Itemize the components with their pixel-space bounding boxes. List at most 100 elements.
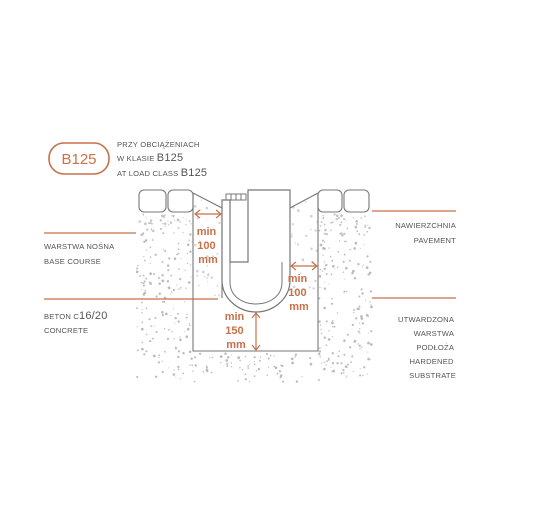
soil-dot [266,353,268,355]
load-class-line-1: PRZY OBCIĄŻENIACH [117,140,200,149]
soil-dot [323,361,326,363]
soil-dot [370,330,373,333]
soil-dot [337,355,340,358]
soil-dot [140,327,144,331]
soil-dot [319,324,322,326]
soil-dot [162,248,165,250]
soil-dot [176,284,178,286]
soil-dot [188,322,190,325]
soil-dot [353,309,356,311]
soil-dot [356,230,359,233]
soil-dot [333,325,336,328]
soil-dot [293,290,296,293]
soil-dot [321,239,324,242]
soil-dot [343,372,345,374]
label-concrete-pl: BETON C16/20 [44,310,108,322]
soil-dot [318,297,321,300]
soil-dot [144,259,146,262]
soil-dot [331,259,334,262]
soil-dot [171,215,173,217]
drainage-channel [221,189,291,313]
soil-dot [177,227,180,230]
soil-dot [161,311,164,314]
soil-dot [354,225,358,229]
soil-dot [187,281,191,284]
soil-dot [291,223,294,226]
soil-dot [205,219,207,221]
soil-dot [177,242,180,245]
soil-dot [327,338,331,341]
soil-dot [335,214,337,216]
soil-dot [369,301,371,303]
soil-dot [193,380,196,383]
soil-dot [178,288,180,290]
dimension-left-arrow [194,209,222,219]
soil-dot [198,239,200,241]
soil-dot [191,241,193,243]
soil-dot [296,243,300,246]
soil-dot [197,284,200,287]
soil-dot [164,249,167,253]
soil-dot [177,252,180,255]
soil-dot [141,288,143,290]
soil-dot [170,274,173,277]
soil-dot [143,255,145,258]
soil-dot [218,294,221,296]
soil-dot [360,217,363,219]
soil-dot [367,341,370,345]
label-base-course-pl: WARSTWA NOŚNA [44,242,115,251]
soil-dot [209,357,211,359]
soil-dot [188,239,190,242]
soil-dot [163,350,166,353]
soil-dot [167,286,171,289]
soil-dot [141,347,144,351]
soil-dot [176,218,180,222]
soil-dot [179,278,182,281]
soil-dot [323,241,326,243]
soil-dot [336,266,339,269]
soil-dot [177,355,180,359]
soil-dot [358,295,361,298]
soil-dot [318,347,321,349]
soil-dot [237,356,241,360]
soil-dot [359,332,361,334]
soil-dot [357,343,360,345]
soil-dot [191,364,194,366]
soil-dot [136,326,138,328]
soil-dot [179,378,181,380]
soil-dot [206,255,209,258]
soil-dot [152,354,156,358]
soil-dot [318,275,322,278]
soil-dot [169,221,173,224]
soil-dot [206,370,209,373]
soil-dot [177,268,180,271]
soil-dot [319,355,321,358]
soil-dot [206,365,208,367]
soil-dot [316,221,318,223]
soil-dot [159,227,162,231]
soil-dot [155,331,158,334]
soil-dot [344,266,348,270]
soil-dot [359,328,361,330]
soil-dot [332,369,336,373]
soil-dot [343,290,346,293]
soil-dot [166,264,170,267]
dimension-bottom-arrow [251,312,261,351]
soil-dot [259,356,262,358]
soil-dot [225,359,229,362]
soil-dot [351,355,354,358]
soil-dot [172,216,175,218]
soil-dot [139,274,142,277]
soil-dot [323,223,326,226]
soil-dot [135,270,139,274]
soil-dot [186,243,190,246]
paving-stones-left [138,189,194,213]
soil-dot [355,223,358,225]
soil-dot [343,240,346,242]
soil-dot [345,240,347,243]
load-class-line-2: W KLASIE B125 [117,152,183,164]
soil-dot [336,362,339,365]
soil-dot [359,248,361,250]
soil-dot [142,274,145,277]
soil-dot [145,350,148,353]
